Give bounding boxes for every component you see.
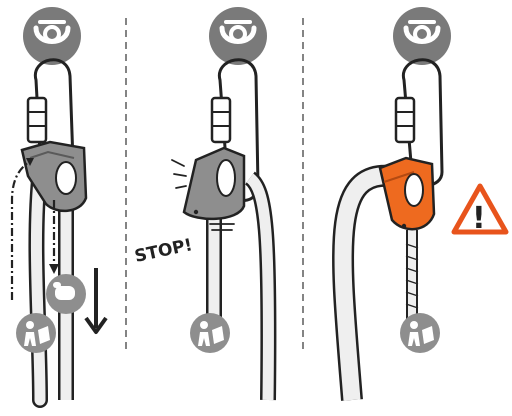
anchor-icon bbox=[393, 7, 451, 65]
stop-label: STOP! bbox=[133, 235, 194, 267]
climber-icon bbox=[16, 313, 56, 353]
anchor-icon bbox=[23, 7, 81, 65]
warning-glyph: ! bbox=[472, 201, 486, 236]
panel-normal-use bbox=[12, 7, 106, 400]
warning-triangle-icon: ! bbox=[454, 186, 506, 236]
panel-locked: STOP! bbox=[133, 7, 269, 400]
panel-misuse: ! bbox=[343, 7, 506, 400]
down-solid-arrow bbox=[86, 268, 106, 332]
pull-down-hand-icon bbox=[46, 274, 86, 314]
belay-device-gray-locked bbox=[184, 148, 244, 219]
belay-device-orange bbox=[380, 158, 434, 229]
climber-icon bbox=[400, 313, 440, 353]
climber-icon bbox=[190, 313, 230, 353]
anchor-icon bbox=[209, 7, 267, 65]
